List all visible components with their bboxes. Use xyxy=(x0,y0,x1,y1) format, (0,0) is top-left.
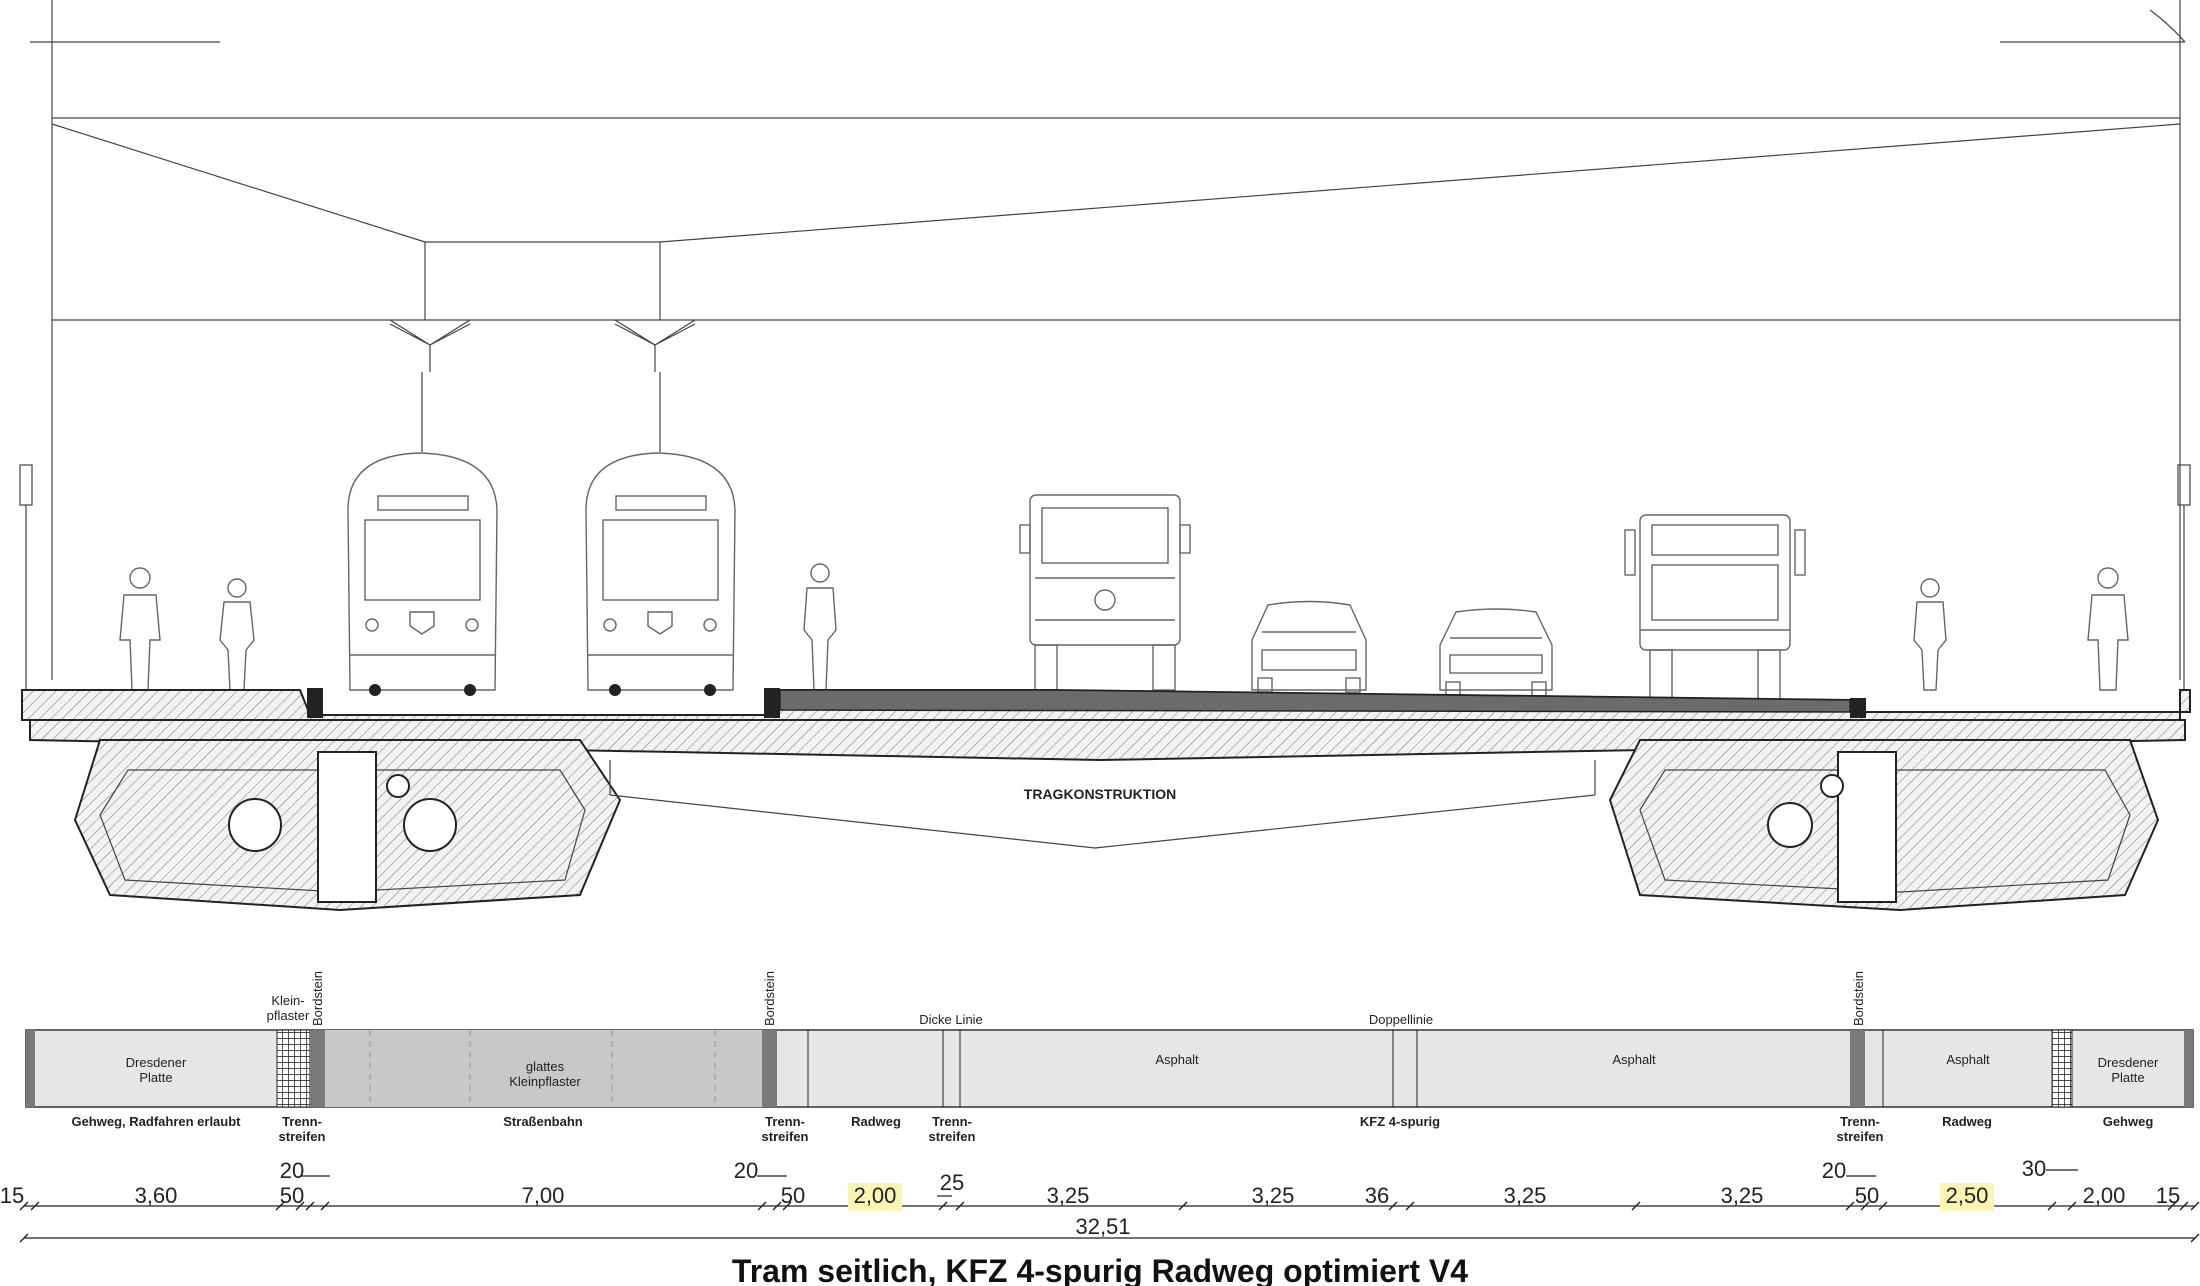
truck-left-icon xyxy=(1019,494,1191,691)
box-girder-right xyxy=(1608,739,2160,912)
dim-3-25-b: 3,25 xyxy=(1252,1183,1295,1208)
zone-trenn-1: Trenn-streifen xyxy=(279,1114,326,1144)
dim-30: 30 xyxy=(2022,1156,2046,1181)
dimension-tick xyxy=(1631,1201,1641,1211)
dim-7-00: 7,00 xyxy=(522,1183,565,1208)
zone-gehweg-right: Gehweg xyxy=(2103,1114,2154,1129)
dimension-tick xyxy=(30,1201,40,1211)
label-kleinpflaster: Klein-pflaster xyxy=(267,993,310,1023)
dim-2-00: 2,00 xyxy=(2083,1183,2126,1208)
dimension-tick xyxy=(320,1201,330,1211)
dimension-tick xyxy=(2179,1201,2189,1211)
dim-3-60: 3,60 xyxy=(135,1183,178,1208)
structure-outline xyxy=(609,760,1596,849)
dimension-tick xyxy=(2067,1201,2077,1211)
dim-15-left: 15 xyxy=(0,1183,24,1208)
zone-radweg-right: Radweg xyxy=(1942,1114,1992,1129)
dimension-ticks xyxy=(19,1201,2200,1243)
pipe-icons xyxy=(228,774,1844,852)
dimension-tick xyxy=(1178,1201,1188,1211)
dim-50-b: 50 xyxy=(781,1183,805,1208)
zone-trenn-2: Trenn-streifen xyxy=(762,1114,809,1144)
zone-gehweg-left: Gehweg, Radfahren erlaubt xyxy=(71,1114,241,1129)
dim-36: 36 xyxy=(1365,1183,1389,1208)
dim-3-25-a: 3,25 xyxy=(1047,1183,1090,1208)
dim-20-c: 20 xyxy=(1822,1158,1846,1183)
pedestrians-icon xyxy=(119,563,2129,691)
zone-trenn-4: Trenn-streifen xyxy=(1837,1114,1884,1144)
label-asphalt-2: Asphalt xyxy=(1612,1052,1656,1067)
dim-20-b: 20 xyxy=(734,1158,758,1183)
dimension-tick xyxy=(19,1201,29,1211)
dim-15-right: 15 xyxy=(2156,1183,2180,1208)
dim-20-a: 20 xyxy=(280,1158,304,1183)
zone-labels: Gehweg, Radfahren erlaubt Trenn-streifen… xyxy=(71,1114,2153,1144)
zone-trenn-3: Trenn-streifen xyxy=(929,1114,976,1144)
dim-total: 32,51 xyxy=(1075,1214,1130,1239)
dim-25: 25 xyxy=(940,1170,964,1195)
highlight-radweg-right xyxy=(1940,1183,1994,1211)
overhead-frame xyxy=(19,0,2191,690)
dim-2-00-highlight: 2,00 xyxy=(854,1183,897,1208)
highlight-radweg-left xyxy=(848,1183,902,1211)
label-bordstein-left: Bordstein xyxy=(310,971,325,1026)
dimension-tick xyxy=(1878,1201,1888,1211)
label-bordstein-mid: Bordstein xyxy=(762,971,777,1026)
zone-strassenbahn: Straßenbahn xyxy=(503,1114,583,1129)
zone-kfz: KFZ 4-spurig xyxy=(1360,1114,1440,1129)
dim-50-c: 50 xyxy=(1855,1183,1879,1208)
dimension-tick xyxy=(2167,1201,2177,1211)
dimension-tick xyxy=(2190,1201,2200,1211)
surface-band xyxy=(25,1029,2194,1108)
dimension-tick xyxy=(772,1201,782,1211)
label-asphalt-1: Asphalt xyxy=(1155,1052,1199,1067)
dimension-lines xyxy=(24,1169,2195,1239)
label-dicke-linie: Dicke Linie xyxy=(919,1012,983,1027)
tram-right-icon xyxy=(585,452,736,691)
dim-3-25-d: 3,25 xyxy=(1721,1183,1764,1208)
dimension-tick xyxy=(2190,1233,2200,1243)
dimension-tick xyxy=(1860,1201,1870,1211)
car-left-icon xyxy=(1251,600,1367,693)
label-asphalt-3: Asphalt xyxy=(1946,1052,1990,1067)
dimension-tick xyxy=(955,1201,965,1211)
label-doppellinie: Doppellinie xyxy=(1369,1012,1433,1027)
dimension-tick xyxy=(305,1201,315,1211)
dimension-tick xyxy=(1388,1201,1398,1211)
dimension-tick xyxy=(275,1201,285,1211)
dimension-values: 15 3,60 20 50 7,00 20 50 2,00 25 3,25 3,… xyxy=(0,1156,2180,1239)
label-bordstein-right: Bordstein xyxy=(1851,971,1866,1026)
dim-3-25-c: 3,25 xyxy=(1504,1183,1547,1208)
dimension-tick xyxy=(2047,1201,2057,1211)
dimension-tick xyxy=(1405,1201,1415,1211)
dimension-tick xyxy=(1845,1201,1855,1211)
dimension-tick xyxy=(938,1201,948,1211)
tram-left-icon xyxy=(347,452,498,691)
dimension-tick xyxy=(757,1201,767,1211)
truck-right-icon xyxy=(1624,514,1806,706)
dim-50-a: 50 xyxy=(280,1183,304,1208)
dim-2-50-highlight: 2,50 xyxy=(1946,1183,1989,1208)
dimension-tick xyxy=(19,1233,29,1243)
dimension-tick xyxy=(782,1201,792,1211)
dimension-tick xyxy=(295,1201,305,1211)
car-right-icon xyxy=(1439,608,1553,697)
zone-radweg-left: Radweg xyxy=(851,1114,901,1129)
page-title: Tram seitlich, KFZ 4-spurig Radweg optim… xyxy=(732,1253,1468,1286)
box-girder-left xyxy=(73,739,622,912)
structure-label: TRAGKONSTRUKTION xyxy=(1024,786,1176,802)
